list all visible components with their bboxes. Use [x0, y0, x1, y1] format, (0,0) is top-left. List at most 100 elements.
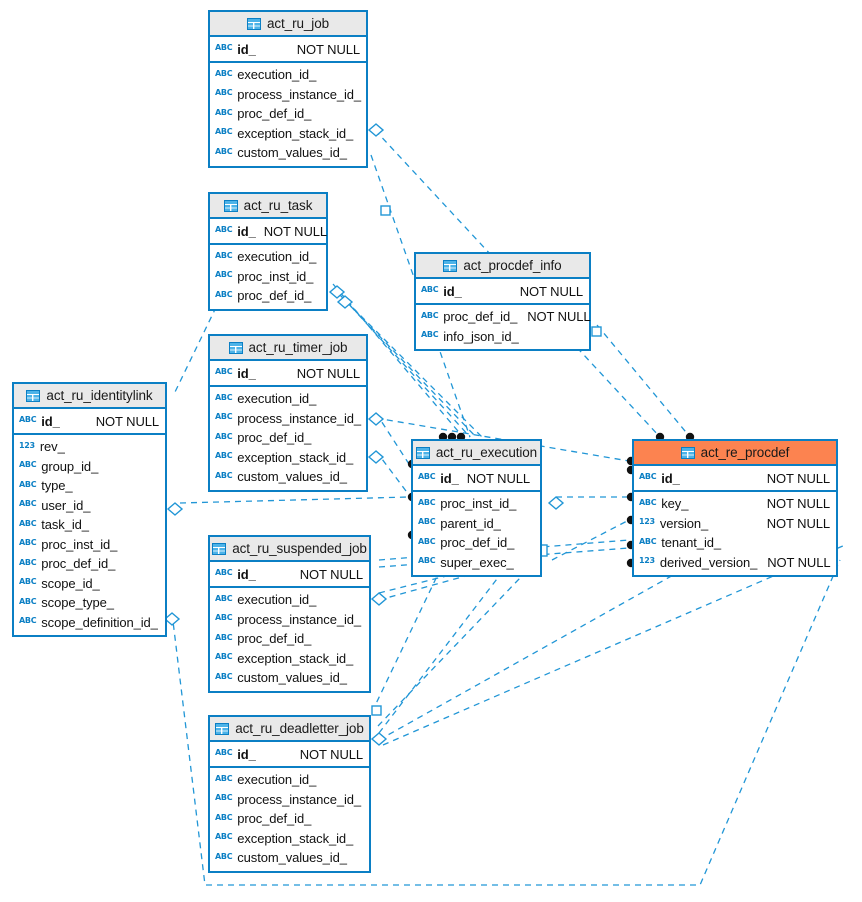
table-header-act_ru_suspended_job[interactable]: act_ru_suspended_job: [210, 537, 369, 562]
column-name: scope_id_: [41, 575, 100, 591]
column-name: proc_def_id_: [237, 106, 312, 122]
table-header-act_ru_deadletter_job[interactable]: act_ru_deadletter_job: [210, 717, 369, 742]
table-header-act_ru_timer_job[interactable]: act_ru_timer_job: [210, 336, 366, 361]
column-name: task_id_: [41, 517, 89, 533]
text-type-icon: ABC: [19, 415, 37, 424]
column-name: group_id_: [41, 458, 99, 474]
table-icon: [228, 341, 243, 354]
text-type-icon: ABC: [215, 613, 233, 623]
text-type-icon: ABC: [639, 497, 657, 507]
text-type-icon: ABC: [418, 536, 436, 546]
table-title: act_ru_identitylink: [46, 388, 153, 403]
table-header-act_procdef_info[interactable]: act_procdef_info: [416, 254, 589, 279]
text-type-icon: ABC: [19, 557, 37, 567]
table-header-act_ru_task[interactable]: act_ru_task: [210, 194, 326, 219]
text-type-icon: ABC: [215, 748, 233, 757]
column-name: type_: [41, 478, 73, 494]
column-name: id_: [661, 470, 680, 486]
table-header-act_ru_execution[interactable]: act_ru_execution: [413, 441, 540, 466]
column-name: info_json_id_: [443, 328, 519, 344]
column-name: execution_id_: [237, 67, 317, 83]
table-header-act_re_procdef[interactable]: act_re_procdef: [634, 441, 836, 466]
table-icon: [246, 17, 261, 30]
column-name: id_: [237, 746, 256, 762]
column-name: tenant_id_: [661, 535, 721, 551]
table-header-act_ru_job[interactable]: act_ru_job: [210, 12, 366, 37]
not-null-constraint: NOT NULL: [296, 365, 360, 381]
table-header-act_ru_identitylink[interactable]: act_ru_identitylink: [14, 384, 165, 409]
column-name: super_exec_: [440, 554, 514, 570]
table-title: act_ru_timer_job: [248, 340, 348, 355]
text-type-icon: ABC: [215, 127, 233, 137]
text-type-icon: ABC: [215, 593, 233, 603]
